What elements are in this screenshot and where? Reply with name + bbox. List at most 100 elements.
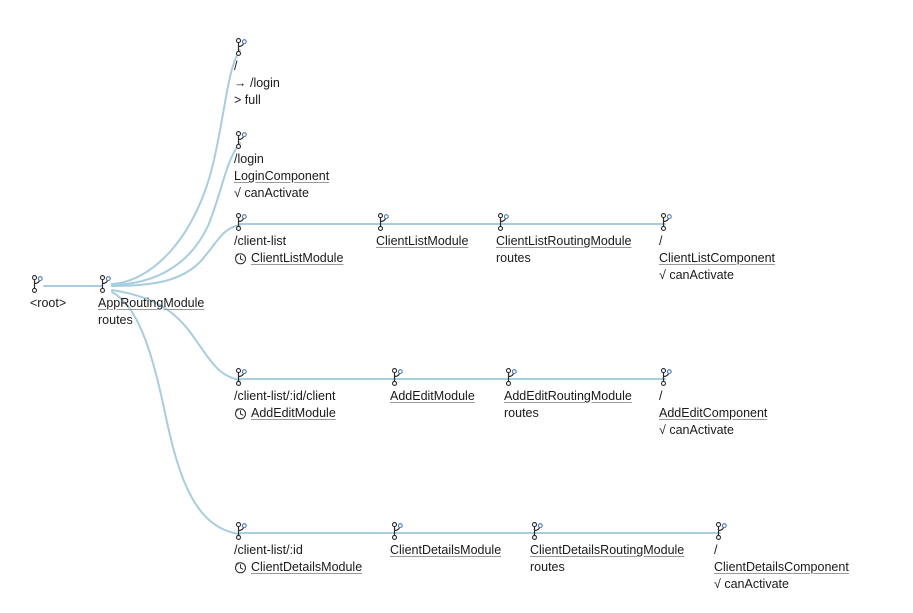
node-text-root-0: <root> [30, 295, 66, 312]
route-node-icon [660, 213, 672, 231]
route-node-icon [376, 213, 390, 231]
node-link-route-add-edit-component-1[interactable]: AddEditComponent [659, 405, 767, 422]
node-text-route-login-0: /login [234, 151, 329, 168]
node-link-route-add-edit-1[interactable]: AddEditModule [234, 405, 336, 422]
node-link-route-client-list-1[interactable]: ClientListModule [234, 250, 343, 267]
route-node-icon [234, 38, 248, 56]
node-line-text: ClientDetailsModule [251, 560, 363, 574]
node-line-text: → /login [234, 76, 280, 90]
node-line-text: / [714, 543, 718, 557]
node-link-route-client-details-component-1[interactable]: ClientDetailsComponent [714, 559, 849, 576]
node-line-text: ClientListComponent [659, 251, 776, 265]
node-text-route-client-list-component-2: √ canActivate [659, 267, 775, 284]
node-line-text: √ canActivate [659, 268, 734, 282]
route-node-icon [31, 275, 43, 293]
node-line-text: routes [530, 560, 565, 574]
node-text-route-add-edit-component-0: / [659, 388, 767, 405]
node-label-module-add-edit-routing: AddEditRoutingModule routes [504, 388, 632, 422]
node-label-route-client-list-component: / ClientListComponent √ canActivate [659, 233, 775, 284]
node-text-route-add-edit-component-2: √ canActivate [659, 422, 767, 439]
node-line-text: / [659, 389, 663, 403]
route-node-icon [659, 213, 673, 231]
route-node-icon [234, 522, 248, 540]
node-line-text: /client-list/:id/client [234, 389, 336, 403]
route-node-icon [390, 522, 404, 540]
node-label-route-add-edit-component: / AddEditComponent √ canActivate [659, 388, 767, 439]
node-text-module-client-details-routing-1: routes [530, 559, 684, 576]
route-node-icon [391, 368, 403, 386]
node-link-module-client-details-0[interactable]: ClientDetailsModule [390, 542, 501, 559]
route-node-icon [530, 522, 544, 540]
route-node-icon [660, 368, 672, 386]
node-text-route-add-edit-0: /client-list/:id/client [234, 388, 336, 405]
node-text-module-client-list-routing-1: routes [496, 250, 632, 267]
node-text-route-client-details-component-2: √ canActivate [714, 576, 849, 593]
node-label-module-client-list: ClientListModule [376, 233, 468, 250]
route-node-icon [715, 522, 727, 540]
node-line-text: LoginComponent [234, 169, 330, 183]
node-line-text: /client-list/:id [234, 543, 303, 557]
node-text-route-client-list-0: /client-list [234, 233, 343, 250]
route-node-icon [235, 213, 247, 231]
route-node-icon [496, 213, 510, 231]
node-text-module-add-edit-routing-1: routes [504, 405, 632, 422]
route-node-icon [99, 275, 111, 293]
node-link-module-add-edit-routing-0[interactable]: AddEditRoutingModule [504, 388, 632, 405]
node-line-text: / [659, 234, 663, 248]
edge-app-routing-module-to-route-root-redirect [111, 49, 241, 285]
route-node-icon [531, 522, 543, 540]
node-line-text: √ canActivate [234, 186, 309, 200]
node-line-text: / [234, 59, 238, 73]
node-text-route-root-redirect-2: > full [234, 92, 280, 109]
node-label-module-client-list-routing: ClientListRoutingModule routes [496, 233, 632, 267]
node-link-route-client-details-1[interactable]: ClientDetailsModule [234, 559, 362, 576]
node-line-text: ClientDetailsRoutingModule [530, 543, 685, 557]
route-node-icon [235, 38, 247, 56]
route-node-icon [497, 213, 509, 231]
route-node-icon [30, 275, 44, 293]
clock-lazy-load-icon [235, 562, 246, 574]
route-node-icon [714, 522, 728, 540]
node-line-text: ClientListModule [376, 234, 469, 248]
route-node-icon [234, 213, 248, 231]
node-link-module-client-list-routing-0[interactable]: ClientListRoutingModule [496, 233, 632, 250]
node-line-text: ClientListRoutingModule [496, 234, 632, 248]
node-link-route-client-list-component-1[interactable]: ClientListComponent [659, 250, 775, 267]
route-node-icon [377, 213, 389, 231]
node-text-app-routing-module-1: routes [98, 312, 204, 329]
node-link-module-add-edit-0[interactable]: AddEditModule [390, 388, 475, 405]
node-text-route-client-details-0: /client-list/:id [234, 542, 362, 559]
node-link-module-client-list-0[interactable]: ClientListModule [376, 233, 468, 250]
node-line-text: /login [234, 152, 264, 166]
node-label-module-add-edit: AddEditModule [390, 388, 475, 405]
node-label-root: <root> [30, 295, 66, 312]
node-line-text: routes [496, 251, 531, 265]
node-link-module-client-details-routing-0[interactable]: ClientDetailsRoutingModule [530, 542, 684, 559]
route-node-icon [391, 522, 403, 540]
node-line-text: <root> [30, 296, 67, 310]
route-node-icon [235, 368, 247, 386]
node-text-route-root-redirect-0: / [234, 58, 280, 75]
node-line-text: routes [98, 313, 133, 327]
edge-app-routing-module-to-route-login [111, 142, 241, 286]
route-node-icon [234, 131, 248, 149]
node-link-route-login-1[interactable]: LoginComponent [234, 168, 329, 185]
route-node-icon [235, 522, 247, 540]
route-node-icon [659, 368, 673, 386]
node-text-route-client-details-component-0: / [714, 542, 849, 559]
route-node-icon [234, 368, 248, 386]
node-line-text: AddEditComponent [659, 406, 768, 420]
node-line-text: /client-list [234, 234, 287, 248]
edge-app-routing-module-to-route-client-list [111, 224, 241, 287]
node-label-module-client-details: ClientDetailsModule [390, 542, 501, 559]
node-line-text: AddEditModule [251, 406, 336, 420]
node-text-route-client-list-component-0: / [659, 233, 775, 250]
node-link-app-routing-module-0[interactable]: AppRoutingModule [98, 295, 204, 312]
route-node-icon [505, 368, 517, 386]
node-line-text: AddEditRoutingModule [504, 389, 632, 403]
